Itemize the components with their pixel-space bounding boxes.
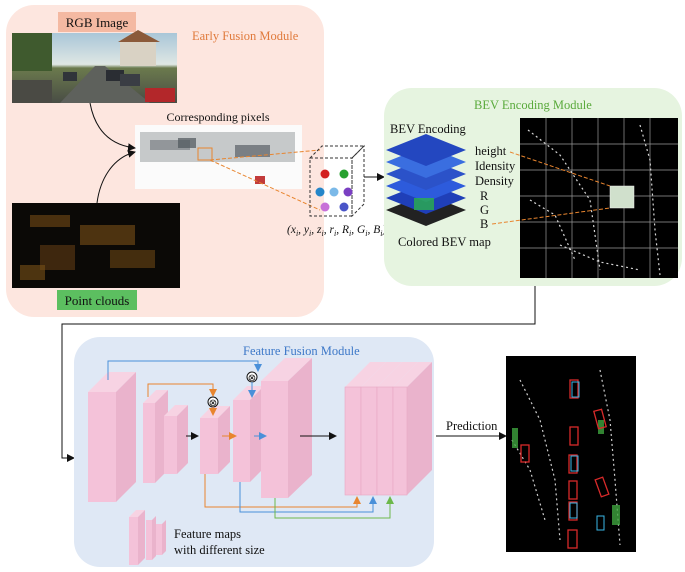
channel-idensity: Idensity bbox=[475, 159, 516, 173]
rgb-image-label-box bbox=[58, 12, 136, 32]
multiply-symbol-2: ⊗ bbox=[248, 373, 256, 384]
concat-line-green bbox=[274, 496, 394, 519]
point-feature-vector: (xi, yi, zi, ri, Ri, Gi, Bi) bbox=[287, 224, 387, 238]
projected-pixels-image bbox=[135, 125, 302, 189]
rgb-to-pixels-arrow bbox=[89, 102, 136, 152]
projection-line-1 bbox=[209, 149, 321, 161]
point-clouds-label: Point clouds bbox=[65, 293, 130, 308]
decoder-block-3 bbox=[261, 358, 312, 498]
rgb-image bbox=[12, 30, 177, 103]
feature-fusion-title: Feature Fusion Module bbox=[243, 344, 360, 358]
bev-stack-title: BEV Encoding bbox=[390, 122, 467, 136]
channel-height: height bbox=[475, 144, 507, 158]
projection-line-2 bbox=[209, 159, 321, 211]
early-fusion-title: Early Fusion Module bbox=[192, 29, 299, 43]
decoder-block-1 bbox=[200, 406, 230, 474]
legend-label-line-2: with different size bbox=[174, 543, 265, 557]
decoder-block-2 bbox=[233, 386, 264, 482]
skip-connection-orange-top bbox=[147, 383, 217, 397]
point-clouds-label-box bbox=[57, 290, 137, 310]
corresponding-pixels-label: Corresponding pixels bbox=[167, 110, 270, 124]
colored-bev-map-image bbox=[520, 118, 678, 278]
bev-b-pointer bbox=[491, 207, 611, 225]
channel-g: G bbox=[480, 203, 489, 217]
prediction-output-image bbox=[506, 356, 636, 552]
channel-r: R bbox=[480, 189, 489, 203]
feature-cube bbox=[308, 144, 366, 218]
skip-connection-blue-top bbox=[107, 360, 262, 380]
encoder-block-1 bbox=[88, 372, 136, 502]
bev-encoding-title: BEV Encoding Module bbox=[474, 98, 592, 112]
channel-b: B bbox=[480, 217, 488, 231]
pointcloud-to-pixels-arrow bbox=[96, 149, 136, 204]
bev-to-fusion-connector bbox=[61, 286, 536, 462]
feature-maps-legend-icon bbox=[129, 510, 166, 565]
rgb-image-label: RGB Image bbox=[66, 15, 129, 30]
bev-layer-stack bbox=[386, 134, 466, 226]
concat-line-blue bbox=[239, 482, 377, 513]
concat-line-orange bbox=[204, 474, 361, 508]
colored-bev-map-label: Colored BEV map bbox=[398, 235, 491, 249]
multiply-symbol-1: ⊗ bbox=[209, 398, 217, 409]
legend-label-line-1: Feature maps bbox=[174, 527, 241, 541]
channel-density: Density bbox=[475, 174, 515, 188]
encoder-block-3 bbox=[164, 405, 188, 474]
point-cloud-image bbox=[12, 203, 180, 288]
concatenated-feature-stack bbox=[344, 362, 432, 496]
prediction-label: Prediction bbox=[446, 419, 498, 433]
